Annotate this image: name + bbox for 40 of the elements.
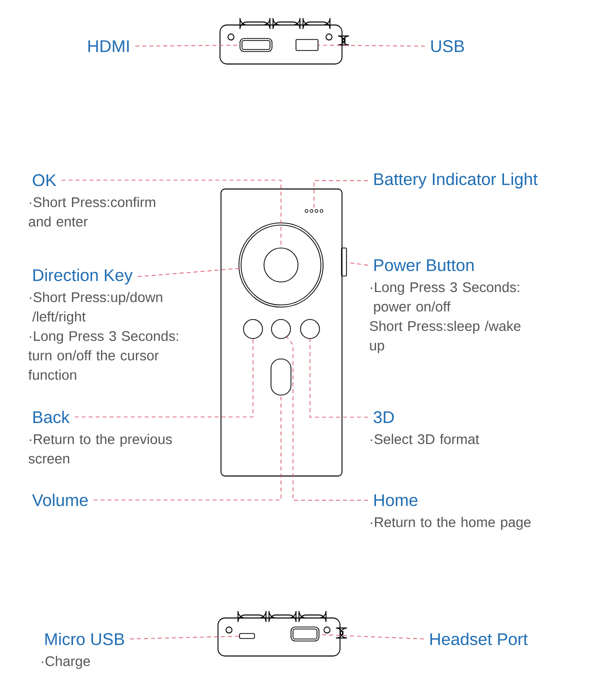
description-text: ·Return to the home page — [370, 516, 531, 530]
callout-heading: Battery Indicator Light — [374, 172, 538, 189]
description-text: ·Short Press:up/down /left/right ·Long Press 3 Seconds: turn on/off the cursor function — [28, 292, 178, 380]
port — [290, 626, 320, 642]
description-text: ·Return to the previous screen — [28, 434, 172, 464]
callout-heading: Power Button — [374, 259, 474, 272]
description-text: ·Short Press:confirm and enter — [28, 196, 156, 227]
button — [300, 319, 320, 339]
description-text: ·Long Press 3 Seconds: power on/off Short Press:sleep /wake up — [370, 282, 520, 354]
port — [239, 633, 255, 639]
description-text: ·Charge — [42, 656, 90, 669]
leader-line — [310, 338, 368, 418]
leader-line — [318, 44, 426, 47]
port — [341, 248, 347, 276]
leader-line — [286, 336, 368, 501]
port — [270, 358, 292, 396]
indicator-lights — [304, 209, 324, 213]
callout-heading: Headset Port — [430, 632, 528, 646]
callout-heading: 3D — [374, 411, 394, 424]
callout-heading: OK — [32, 174, 56, 186]
callout-heading: HDMI — [88, 40, 129, 52]
port — [296, 39, 318, 51]
callout-heading: Back — [33, 410, 70, 424]
button — [243, 319, 263, 339]
leader-line — [314, 180, 368, 208]
leader-line — [93, 395, 282, 500]
button — [264, 248, 298, 282]
button — [271, 319, 291, 339]
description-text: ·Select 3D format — [370, 434, 480, 444]
callout-heading: USB — [431, 40, 464, 52]
leader-line — [74, 338, 254, 418]
callout-heading: Home — [374, 494, 418, 506]
leader-line — [318, 634, 424, 640]
leader-line — [137, 268, 240, 277]
callout-heading: Direction Key — [33, 268, 133, 285]
leader-line — [130, 636, 240, 640]
callout-heading: Volume — [32, 494, 88, 506]
port — [240, 38, 272, 52]
direction-ring — [238, 222, 324, 308]
callout-heading: Micro USB — [45, 632, 124, 646]
